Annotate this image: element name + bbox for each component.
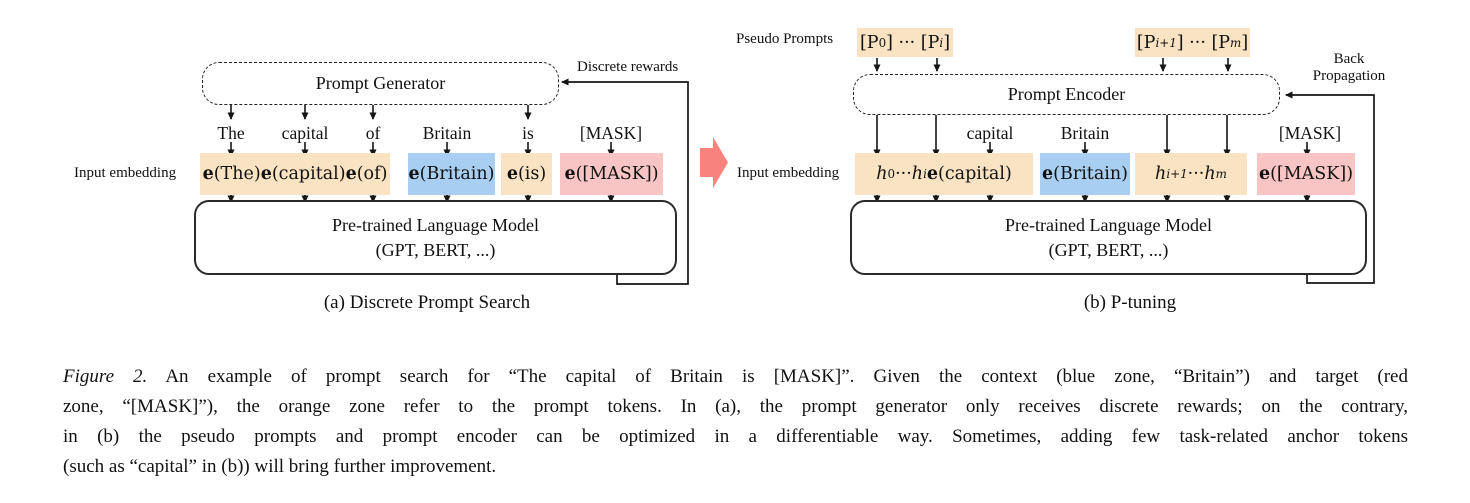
panel-b-pseudo-prompt-to-encoder-arrows [873, 58, 1232, 72]
token-the: The [217, 123, 245, 143]
token-mask: [MASK] [579, 123, 643, 143]
panel-a-reward-feedback-line [561, 78, 689, 285]
panel-a-generator-to-token-arrows [227, 104, 532, 120]
panel-a-caption: (a) Discrete Prompt Search [323, 292, 531, 313]
anchor-token-britain: Britain [1060, 123, 1110, 143]
panel-a-plm-title: Pre-trained Language Model [332, 214, 539, 235]
figure-caption: Figure 2. An example of prompt search fo… [63, 362, 1408, 482]
back-propagation-line1: Back [1333, 51, 1365, 67]
panel-a-plm-subtitle: (GPT, BERT, ...) [375, 239, 496, 260]
figure-caption-line-1-text: An example of prompt search for “The cap… [147, 366, 1408, 387]
panel-a-prompt-zone-left: e(The) e(capital) e(of) [200, 153, 390, 195]
figure-caption-line-2: zone, “[MASK]”), the orange zone refer t… [63, 396, 1408, 417]
prompt-generator-box: Prompt Generator [202, 62, 559, 105]
panel-a-target-zone: e([MASK]) [560, 153, 663, 195]
token-britain: Britain [422, 123, 472, 143]
discrete-rewards-label: Discrete rewards [577, 59, 679, 75]
panel-a-prompt-zone-mid: e(is) [501, 153, 552, 195]
panel-b-encoder-to-embedding-arrows [873, 113, 1231, 157]
panel-a-plm-box: Pre-trained Language Model (GPT, BERT, .… [194, 200, 677, 275]
prompt-encoder-box: Prompt Encoder [853, 74, 1280, 115]
figure-caption-line-4: (such as “capital” in (b)) will bring fu… [63, 456, 497, 477]
pseudo-prompts-label: Pseudo Prompts [736, 31, 834, 47]
panel-b-plm-box: Pre-trained Language Model (GPT, BERT, .… [850, 200, 1367, 275]
figure-caption-line-1: Figure 2. An example of prompt search fo… [63, 362, 1408, 392]
panel-b-input-embedding-label: Input embedding [737, 165, 840, 181]
panel-a-input-embedding-label: Input embedding [74, 165, 177, 181]
prompt-generator-label: Prompt Generator [315, 73, 446, 93]
panel-a-context-zone: e(Britain) [408, 153, 495, 195]
token-is: is [522, 123, 534, 143]
panel-b-plm-title: Pre-trained Language Model [1005, 214, 1212, 235]
back-propagation-label: Back Propagation [1313, 51, 1386, 85]
token-capital: capital [281, 123, 329, 143]
panel-b-caption: (b) P-tuning [1083, 292, 1177, 313]
panel-b-backprop-feedback-line [1285, 91, 1375, 284]
back-propagation-line2: Propagation [1312, 68, 1386, 84]
panel-b-plm-subtitle: (GPT, BERT, ...) [1048, 239, 1169, 260]
figure-caption-line-3: in (b) the pseudo prompts and prompt enc… [63, 426, 1408, 447]
panel-b-target-zone: e([MASK]) [1257, 153, 1355, 195]
prompt-encoder-label: Prompt Encoder [1007, 84, 1126, 104]
anchor-token-capital: capital [966, 123, 1014, 143]
panel-transition-arrow [700, 137, 728, 188]
panel-b-context-zone: e(Britain) [1040, 153, 1130, 195]
anchor-token-mask: [MASK] [1278, 123, 1342, 143]
token-of: of [365, 123, 381, 143]
figure-caption-tag: Figure 2. [63, 366, 148, 387]
